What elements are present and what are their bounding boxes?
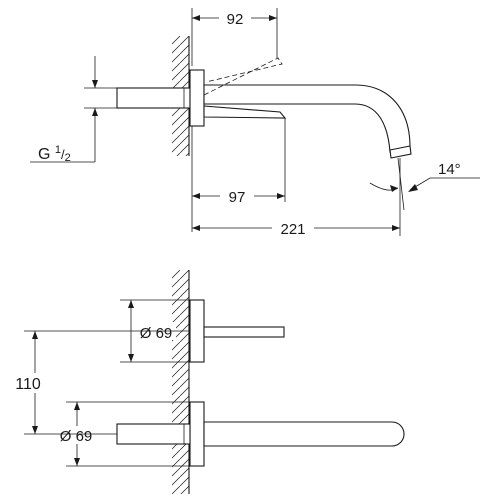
dimension-spacing: 110 bbox=[8, 330, 190, 435]
lower-connector bbox=[116, 423, 191, 445]
thread-numerator: 1 bbox=[55, 144, 61, 156]
inlet-connector bbox=[116, 87, 191, 109]
dimension-angle: 14° bbox=[369, 157, 480, 211]
upper-rosette bbox=[189, 299, 205, 363]
lever-top-view bbox=[203, 326, 285, 338]
spout-outlet bbox=[389, 145, 412, 159]
spout-body bbox=[203, 84, 411, 153]
thread-label: G 1/2 bbox=[38, 144, 71, 164]
thread-denominator: 2 bbox=[65, 152, 71, 164]
dim-97-label: 97 bbox=[229, 189, 246, 206]
dimension-body-depth: 97 bbox=[191, 118, 286, 232]
upper-diameter-label: Ø 69 bbox=[140, 325, 173, 342]
dimension-lower-diameter: Ø 69 bbox=[50, 401, 190, 467]
spout-top-view bbox=[203, 421, 405, 447]
dimension-spout-offset: 92 bbox=[191, 8, 278, 66]
dim-221-label: 221 bbox=[280, 221, 305, 238]
wall-hatch-front bbox=[172, 270, 189, 494]
dimension-thread: G 1/2 bbox=[30, 56, 117, 164]
rosette-plate bbox=[189, 69, 205, 127]
thread-slash: / bbox=[61, 147, 65, 162]
lower-rosette bbox=[189, 401, 205, 467]
dim-92-label: 92 bbox=[227, 11, 244, 28]
spacing-label: 110 bbox=[15, 376, 41, 393]
dimension-spout-projection: 221 bbox=[192, 158, 401, 238]
lower-diameter-label: Ø 69 bbox=[60, 428, 93, 445]
side-view: 92 G 1/2 97 bbox=[30, 8, 480, 238]
thread-prefix: G bbox=[38, 146, 55, 163]
lever-rotation-ghost bbox=[203, 57, 283, 96]
angle-label: 14° bbox=[438, 161, 461, 178]
front-view: Ø 69 Ø 69 110 bbox=[8, 270, 405, 494]
lever-handle bbox=[203, 105, 287, 119]
